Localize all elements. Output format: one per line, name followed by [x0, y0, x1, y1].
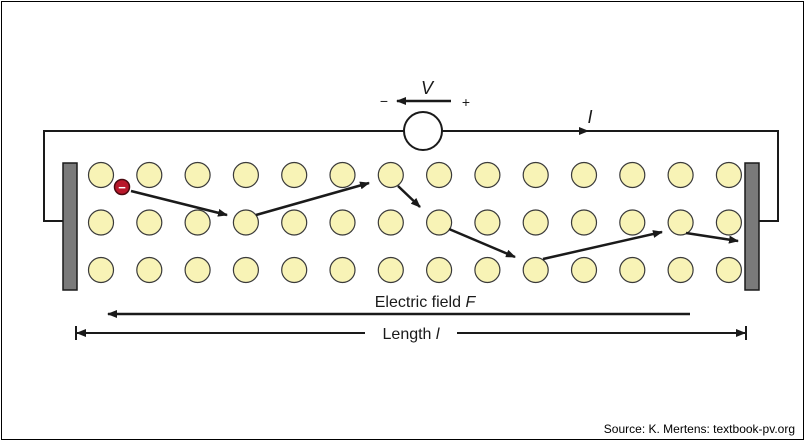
lattice-atom	[570, 209, 598, 236]
lattice-atom	[184, 209, 211, 236]
lattice-atom	[281, 209, 308, 236]
source-credit: Source: K. Mertens: textbook-pv.org	[603, 422, 795, 436]
path-segment	[130, 189, 228, 217]
length-symbol: l	[436, 326, 440, 343]
electron	[113, 178, 131, 196]
lattice-atom	[329, 161, 356, 189]
current-label: I	[587, 107, 592, 127]
electric-field-label: Electric field F	[375, 294, 477, 311]
lattice-atom	[281, 256, 308, 284]
lattice-atom	[426, 161, 453, 189]
lattice-atom	[136, 209, 163, 236]
path-segment	[685, 231, 739, 244]
lattice-atom	[522, 209, 549, 236]
voltage-source-symbol	[403, 111, 443, 151]
lattice-atom	[667, 209, 694, 236]
lattice-atom	[474, 209, 501, 236]
lattice-atoms	[87, 161, 743, 284]
length-text: Length	[383, 326, 436, 343]
electron-charge-sign: −	[118, 180, 126, 195]
lattice-atom	[715, 209, 743, 236]
lattice-atom	[570, 256, 598, 284]
lattice-atom	[87, 209, 115, 236]
lattice-atom	[619, 256, 646, 284]
lattice-atom	[232, 256, 259, 284]
lattice-atom	[426, 256, 453, 284]
lattice-atom	[474, 161, 501, 189]
lattice-atom	[522, 161, 549, 189]
minus-sign: −	[380, 93, 388, 109]
lattice-atom	[377, 256, 404, 284]
lattice-atom	[184, 161, 211, 189]
lattice-atom	[232, 161, 259, 189]
path-segment	[448, 227, 516, 259]
lattice-atom	[377, 209, 404, 236]
lattice-atom	[136, 256, 163, 284]
lattice-atom	[474, 256, 501, 284]
lattice-atom	[667, 161, 694, 189]
lattice-atom	[87, 161, 115, 189]
left-electrode	[62, 162, 78, 291]
plus-sign: +	[462, 94, 470, 110]
path-segment	[255, 181, 370, 217]
lattice-atom	[329, 209, 356, 236]
electric-field-symbol: F	[465, 294, 476, 311]
length-label: Length l	[383, 326, 440, 343]
path-segment	[542, 230, 663, 261]
lattice-atom	[426, 209, 453, 236]
right-electrode	[744, 162, 760, 291]
electron-path	[130, 181, 739, 261]
lattice-atom	[715, 256, 743, 284]
lattice-atom	[329, 256, 356, 284]
lattice-atom	[136, 161, 163, 189]
voltage-label: V	[421, 78, 435, 98]
lattice-atom	[715, 161, 743, 189]
lattice-atom	[232, 209, 259, 236]
path-segment	[397, 185, 421, 208]
lattice-atom	[522, 256, 549, 284]
lattice-atom	[87, 256, 115, 284]
lattice-atom	[570, 161, 598, 189]
lattice-atom	[281, 161, 308, 189]
electric-field-text: Electric field	[375, 294, 466, 311]
lattice-atom	[619, 161, 646, 189]
lattice-atom	[619, 209, 646, 236]
lattice-atom	[377, 161, 404, 189]
lattice-atom	[667, 256, 694, 284]
lattice-atom	[184, 256, 211, 284]
